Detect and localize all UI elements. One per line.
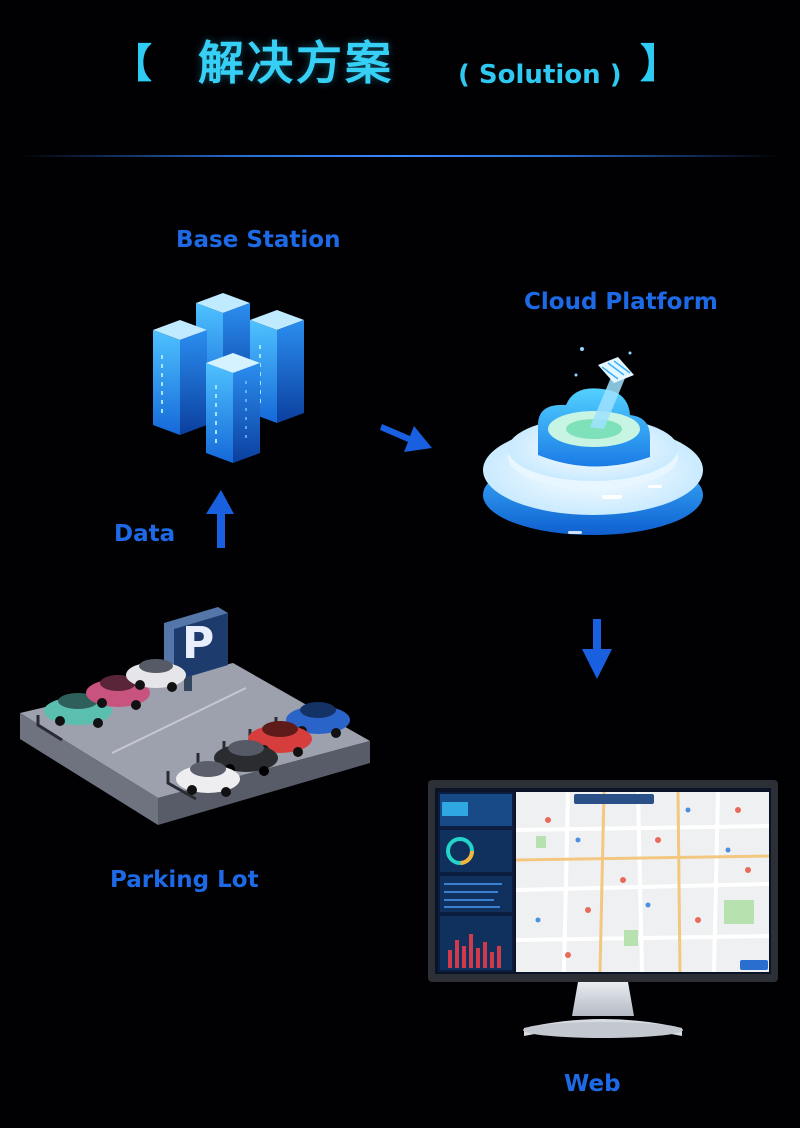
- server-cluster-icon: [153, 293, 304, 463]
- header-divider: [20, 155, 780, 157]
- arrow-to-cloud: [380, 424, 432, 452]
- car-white-back: [126, 659, 186, 692]
- title-bracket-right: 】: [640, 41, 680, 87]
- parking-lot-label: Parking Lot: [110, 867, 259, 893]
- arrow-to-web: [582, 619, 612, 679]
- base-station-label: Base Station: [176, 227, 341, 253]
- car-blue: [286, 702, 350, 738]
- data-edge-label: Data: [114, 521, 176, 547]
- parking-lot-illustration: [20, 607, 370, 825]
- car-pink: [86, 675, 150, 710]
- monitor-illustration: [428, 780, 778, 1038]
- cloud-platform-icon: [483, 347, 703, 535]
- parking-sign: [164, 607, 228, 691]
- car-white-front: [176, 761, 240, 797]
- page-title: 解决方案: [198, 36, 394, 90]
- car-black: [214, 740, 278, 776]
- title-bracket-left: 【: [112, 41, 152, 87]
- arrow-to-base-station: [206, 490, 234, 548]
- page-subtitle: ( Solution ): [458, 60, 622, 90]
- web-label: Web: [564, 1071, 621, 1097]
- cloud-platform-label: Cloud Platform: [524, 289, 718, 315]
- parking-sign-letter: P: [182, 618, 215, 669]
